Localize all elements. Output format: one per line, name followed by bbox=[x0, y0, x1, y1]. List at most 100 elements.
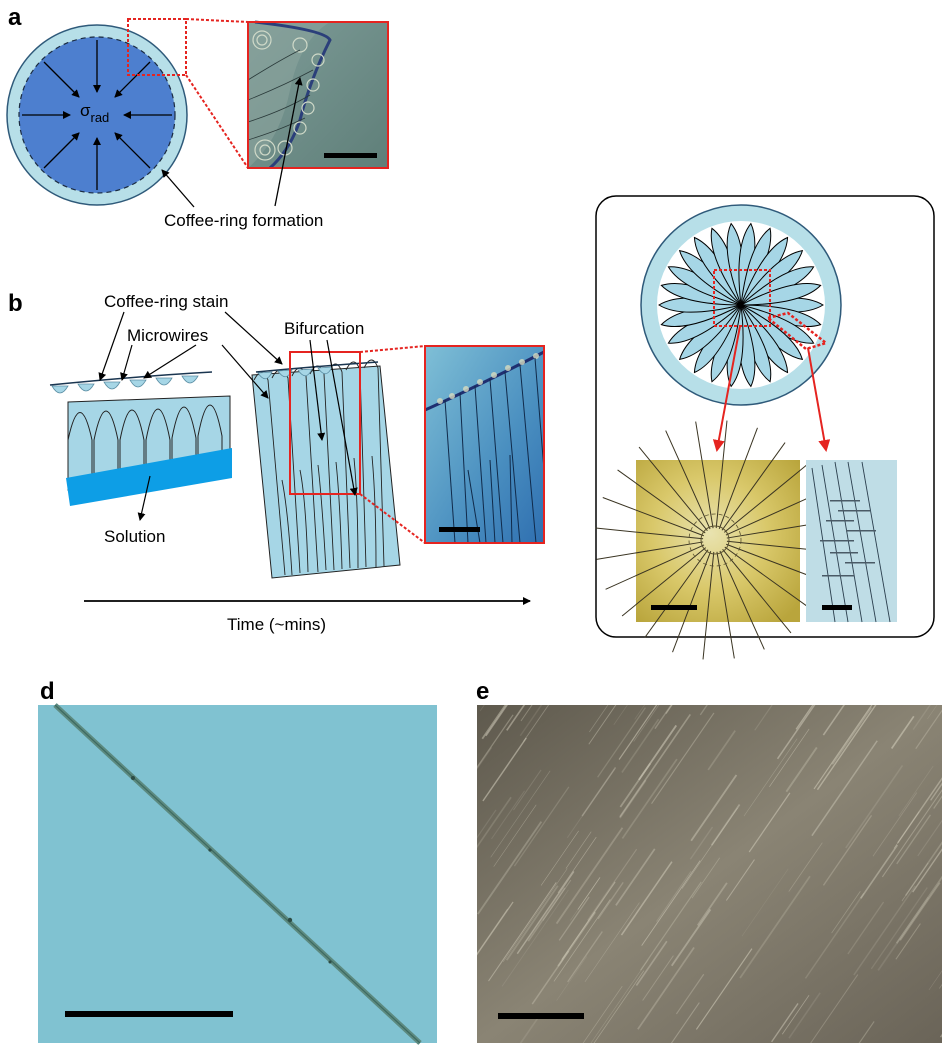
crack-line bbox=[716, 551, 735, 659]
crack-line bbox=[638, 446, 708, 532]
wire-streak bbox=[481, 705, 507, 740]
wire-streak bbox=[860, 844, 899, 899]
wire-streak bbox=[618, 705, 658, 760]
wire-streak bbox=[477, 809, 497, 839]
panel-e-micrograph bbox=[445, 602, 946, 1043]
scale-bar-a bbox=[324, 153, 377, 158]
wire-streak bbox=[581, 766, 617, 817]
scale-bar-d bbox=[65, 1011, 233, 1017]
wire-streak bbox=[477, 714, 514, 769]
wire-streak bbox=[810, 974, 859, 1043]
crack-line bbox=[722, 548, 792, 634]
wire-streak bbox=[488, 882, 557, 982]
wire-streak bbox=[484, 641, 526, 703]
crack-line bbox=[702, 551, 715, 660]
wire-streak bbox=[590, 959, 649, 1043]
crack-line bbox=[719, 550, 765, 650]
wire-streak bbox=[656, 870, 692, 922]
bifurcation-box bbox=[289, 351, 361, 495]
wire-streak bbox=[597, 707, 646, 778]
wire-streak bbox=[589, 705, 609, 733]
wire-streak bbox=[930, 782, 942, 801]
callout-arrow-micrograph bbox=[274, 77, 303, 207]
wire-streak bbox=[479, 705, 485, 712]
wire-streak bbox=[788, 842, 823, 892]
wire-streak bbox=[553, 899, 611, 982]
wire-streak bbox=[831, 891, 861, 934]
wire-streak bbox=[743, 738, 798, 817]
wire-streak bbox=[754, 705, 773, 731]
wire-streak bbox=[785, 746, 818, 793]
wire-streak bbox=[748, 792, 791, 853]
wire-streak bbox=[506, 705, 526, 731]
wire-streak bbox=[710, 804, 741, 846]
microwire-evolution-diagram bbox=[49, 311, 545, 605]
wire-streak bbox=[696, 882, 728, 926]
wire-streak bbox=[619, 779, 647, 819]
wire-streak bbox=[615, 848, 656, 906]
crack-line bbox=[715, 420, 728, 529]
crack-line bbox=[596, 541, 704, 560]
wire-streak bbox=[776, 705, 816, 760]
wire-streak bbox=[523, 608, 576, 685]
sigma-label: σrad bbox=[80, 101, 109, 125]
wire-streak bbox=[771, 1003, 799, 1043]
crack-line bbox=[672, 551, 712, 653]
wire-streak bbox=[707, 730, 736, 771]
petal-group bbox=[658, 222, 824, 388]
wire-streak bbox=[928, 970, 942, 991]
late-stage bbox=[251, 345, 426, 579]
wire-streak bbox=[641, 860, 701, 946]
wire-streak bbox=[694, 705, 695, 706]
wire-streak bbox=[795, 705, 814, 730]
early-stage bbox=[49, 371, 232, 506]
wire-streak bbox=[675, 973, 705, 1015]
wire-streak bbox=[640, 881, 702, 971]
wire-streak bbox=[912, 848, 942, 893]
wire-streak bbox=[893, 811, 920, 849]
wire-streak bbox=[501, 889, 569, 987]
wire-streak bbox=[516, 871, 575, 955]
wire-streak bbox=[584, 902, 640, 983]
wire-streak bbox=[445, 679, 483, 734]
wire-streak bbox=[695, 948, 753, 1030]
wire-streak bbox=[739, 875, 811, 979]
coffee-ring-micrograph bbox=[247, 20, 389, 170]
edge-zoom-box bbox=[765, 311, 829, 351]
wire-streak bbox=[482, 737, 527, 802]
panel-letter-a: a bbox=[8, 4, 22, 31]
crack-line bbox=[621, 547, 707, 617]
wire-streak bbox=[705, 638, 746, 698]
wire-streak bbox=[777, 655, 800, 688]
crack-line bbox=[721, 442, 786, 531]
wire-streak bbox=[520, 705, 533, 722]
wire-streak bbox=[502, 602, 563, 691]
wire-streak bbox=[485, 705, 508, 737]
wire-streak bbox=[853, 885, 916, 976]
crack-line bbox=[724, 546, 813, 611]
wire-streak bbox=[769, 728, 810, 787]
wire-streak bbox=[788, 992, 821, 1039]
wire-streak bbox=[718, 705, 719, 706]
radial-stress-arrows bbox=[22, 40, 172, 190]
wire-streak bbox=[939, 626, 946, 688]
wire-streak bbox=[872, 792, 918, 857]
wire-streak bbox=[895, 875, 942, 944]
wire-streak bbox=[895, 923, 921, 960]
wire-streak bbox=[915, 709, 942, 750]
panel-c bbox=[595, 195, 935, 660]
wire-streak bbox=[847, 901, 885, 955]
wire-streak bbox=[816, 705, 877, 791]
panel-d-micrograph bbox=[38, 703, 437, 1045]
wire-streak bbox=[597, 881, 624, 920]
wire-streak bbox=[681, 807, 738, 889]
wire-streak bbox=[558, 896, 590, 941]
wire-streak bbox=[904, 841, 942, 897]
wire-streak bbox=[621, 718, 660, 773]
wire-streak bbox=[587, 848, 638, 921]
coffee-ring-formation-label: Coffee-ring formation bbox=[164, 211, 324, 230]
wire-streak bbox=[557, 836, 597, 894]
wire-streak bbox=[822, 705, 846, 736]
wire-streak bbox=[927, 705, 938, 720]
